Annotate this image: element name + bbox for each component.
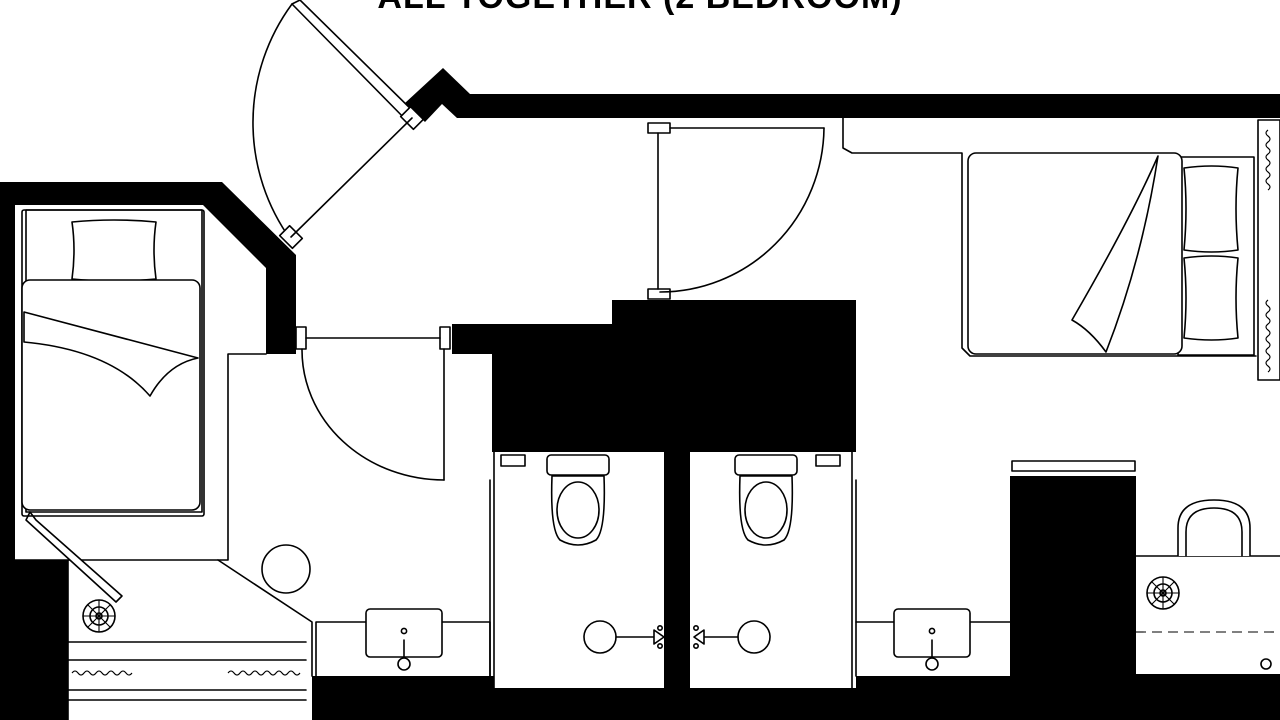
toilet-bowl (738, 475, 794, 546)
toilet-bowl (550, 475, 606, 546)
shower-head (737, 620, 771, 654)
bedroom-left-door (295, 326, 451, 481)
wall-bathroom-block (452, 300, 856, 690)
toilet-tank (734, 454, 798, 476)
single-bed (21, 209, 205, 517)
entry-door (252, 0, 425, 250)
wardrobe-block (1010, 476, 1136, 676)
interior-lines (14, 117, 1280, 720)
bathroom-left (500, 454, 665, 654)
round-table (261, 544, 311, 594)
heater-wavy-lines (71, 129, 1271, 676)
toilet-tank (546, 454, 610, 476)
desk-chair (1177, 499, 1251, 557)
closet-door (25, 511, 123, 603)
doors (25, 0, 825, 603)
wall-bottom-left-block (0, 560, 68, 720)
shelf (500, 454, 526, 467)
wall-bottom-bath (494, 688, 856, 720)
pillow (71, 219, 157, 282)
blanket-fold (1071, 155, 1159, 353)
shelf (815, 454, 841, 467)
pillow (1183, 255, 1239, 341)
wardrobe-top-shelf (1011, 460, 1136, 472)
sink-left (365, 608, 443, 671)
pillow (1183, 165, 1239, 253)
vent-left (82, 599, 116, 633)
wall-bottom-right (856, 676, 1280, 720)
vent-right (1146, 576, 1180, 610)
page-title: ALL TOGETHER (2 BEDROOM) (0, 0, 1280, 17)
walls (0, 68, 1280, 720)
double-bed (967, 152, 1255, 356)
bathroom-right (692, 454, 841, 654)
wall-bottom-middle (312, 676, 494, 720)
sink-right (893, 608, 971, 671)
blanket-fold (23, 311, 199, 397)
wall-right-edge (1136, 674, 1280, 678)
shower-head (583, 620, 617, 654)
wall-top-right (405, 68, 1280, 122)
bedroom-right-door (647, 122, 825, 300)
